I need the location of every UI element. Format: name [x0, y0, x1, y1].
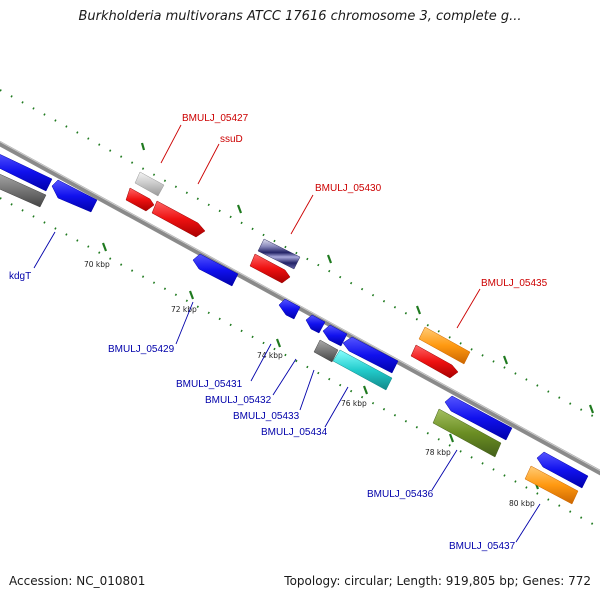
feature-label-BMULJ_05432[interactable]: BMULJ_05432: [205, 395, 272, 406]
feature-arrow-BMULJ_05435b[interactable]: [410, 344, 459, 379]
feature-label-BMULJ_05427[interactable]: BMULJ_05427: [182, 113, 249, 124]
feature-arrow-BMULJ_05437b[interactable]: [524, 465, 579, 505]
tick-label-72kbp: 72 kbp: [171, 305, 197, 314]
tick-label-78kbp: 78 kbp: [425, 448, 451, 457]
tick-ring-outer: [0, 89, 600, 421]
feature-arrow-BMULJ_05434b[interactable]: [342, 336, 399, 374]
feature-arrow-BMULJ_05437[interactable]: [536, 451, 589, 489]
tick-label-80kbp: 80 kbp: [509, 499, 535, 508]
feature-arrow-BMULJ_05432b[interactable]: [322, 324, 348, 347]
feature-arrow-left-grey[interactable]: [0, 172, 47, 208]
feature-arrow-kdgT[interactable]: [51, 179, 98, 213]
feature-arrow-BMULJ_05430b[interactable]: [249, 253, 291, 284]
feature-arrow-BMULJ_05436b[interactable]: [432, 408, 502, 458]
feature-label-BMULJ_05437[interactable]: BMULJ_05437: [449, 541, 516, 552]
tick-label-74kbp: 74 kbp: [257, 351, 283, 360]
feature-arrow-BMULJ_05430[interactable]: [257, 238, 301, 270]
major-ticks: [101, 142, 595, 490]
feature-arrow-BMULJ_05432[interactable]: [305, 314, 326, 334]
tick-label-76kbp: 76 kbp: [341, 399, 367, 408]
feature-arrow-BMULJ_05427[interactable]: [134, 171, 165, 197]
feature-label-BMULJ_05433[interactable]: BMULJ_05433: [233, 411, 300, 422]
genome-stats-text: Topology: circular; Length: 919,805 bp; …: [284, 574, 591, 588]
feature-arrow-BMULJ_05434[interactable]: [332, 349, 393, 391]
feature-arrow-BMULJ_05436[interactable]: [444, 395, 513, 441]
tick-ring-inner: [0, 197, 600, 529]
feature-arrow-left-red[interactable]: [125, 187, 155, 212]
feature-arrow-BMULJ_05431[interactable]: [278, 298, 301, 320]
feature-label-BMULJ_05431[interactable]: BMULJ_05431: [176, 379, 243, 390]
feature-arrow-left-blue[interactable]: [0, 152, 53, 192]
map-title: Burkholderia multivorans ATCC 17616 chro…: [78, 9, 522, 24]
feature-label-ssuD[interactable]: ssuD: [220, 134, 243, 145]
feature-arrow-BMULJ_05429[interactable]: [192, 253, 239, 287]
feature-label-kdgT[interactable]: kdgT: [9, 271, 31, 282]
feature-arrow-BMULJ_05435[interactable]: [418, 326, 471, 365]
feature-arrow-ssuD[interactable]: [151, 200, 206, 238]
accession-text: Accession: NC_010801: [9, 574, 146, 588]
feature-label-BMULJ_05434[interactable]: BMULJ_05434: [261, 427, 328, 438]
feature-arrow-BMULJ_05433[interactable]: [313, 339, 339, 363]
feature-label-BMULJ_05430[interactable]: BMULJ_05430: [315, 183, 382, 194]
tick-label-70kbp: 70 kbp: [84, 260, 110, 269]
backbone: [0, 140, 600, 476]
label-leaders: [33, 124, 541, 543]
feature-label-BMULJ_05429[interactable]: BMULJ_05429: [108, 344, 175, 355]
feature-label-BMULJ_05436[interactable]: BMULJ_05436: [367, 489, 434, 500]
feature-label-BMULJ_05435[interactable]: BMULJ_05435: [481, 278, 548, 289]
